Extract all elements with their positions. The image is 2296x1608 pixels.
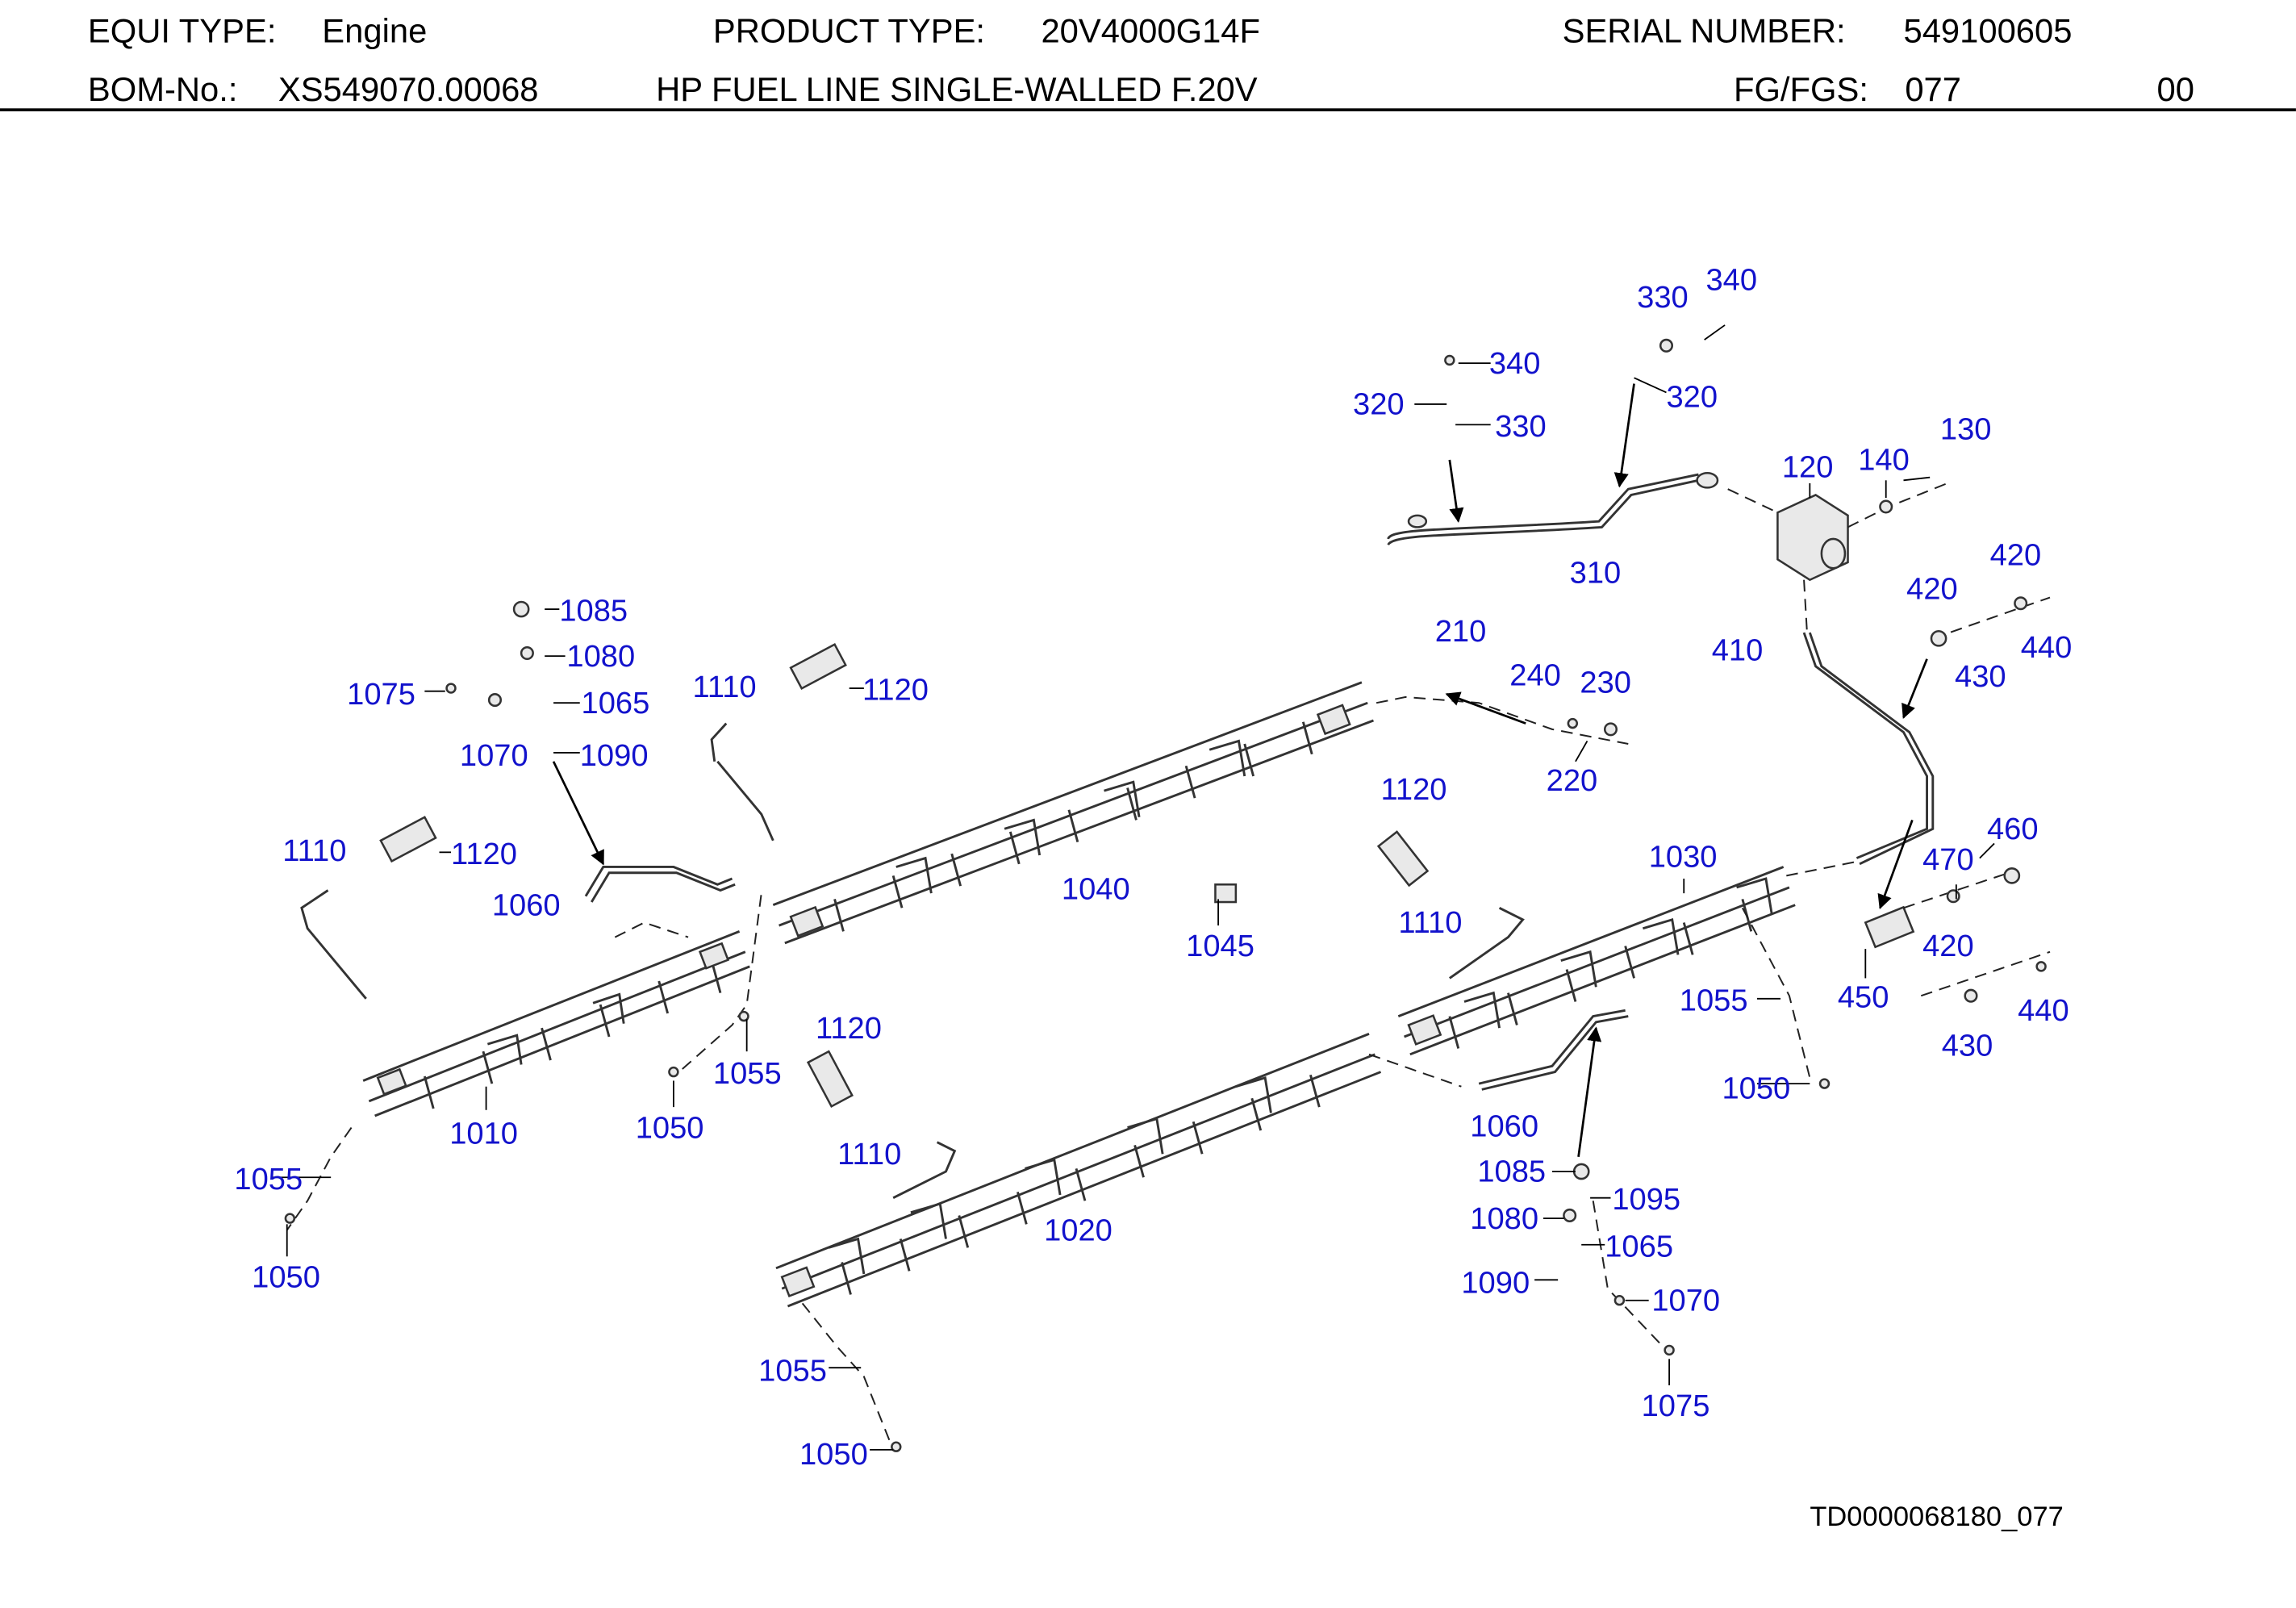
callout[interactable]: 1060 [492, 888, 561, 922]
bom-label: BOM-No.: [87, 70, 238, 109]
callout[interactable]: 1080 [1470, 1202, 1538, 1236]
callout[interactable]: 1120 [816, 1012, 882, 1046]
fuel-lines [300, 471, 1935, 1199]
fuel-rail-1010 [362, 929, 750, 1117]
callout[interactable]: 1065 [1605, 1230, 1673, 1263]
callout[interactable]: 1030 [1649, 840, 1718, 874]
product-type-label: PRODUCT TYPE: [712, 11, 986, 50]
callout[interactable]: 1065 [582, 687, 650, 720]
callout[interactable]: 420 [1990, 539, 2042, 573]
callout[interactable]: 1120 [862, 674, 929, 708]
callout-labels: 330 340 340 320 320 330 130 120 140 310 … [234, 263, 2072, 1472]
part-description: HP FUEL LINE SINGLE-WALLED F.20V [656, 70, 1258, 109]
callout[interactable]: 1075 [1642, 1389, 1710, 1423]
assembly-lines [286, 482, 2051, 1451]
callout[interactable]: 1040 [1062, 872, 1130, 906]
callout[interactable]: 1050 [636, 1111, 704, 1145]
callout[interactable]: 1055 [234, 1163, 303, 1197]
callout[interactable]: 440 [2018, 994, 2069, 1028]
pressure-sensor-120 [1776, 494, 1849, 582]
callout[interactable]: 1010 [449, 1117, 518, 1151]
callout[interactable]: 1080 [566, 640, 635, 674]
callout[interactable]: 1085 [559, 595, 628, 629]
serial-number-value: 549100605 [1903, 11, 2073, 50]
equi-type-value: Engine [322, 11, 428, 50]
callout[interactable]: 1110 [1398, 906, 1462, 940]
callout[interactable]: 130 [1940, 413, 1992, 447]
callout[interactable]: 1090 [1461, 1267, 1530, 1301]
revision-number: 00 [2156, 70, 2194, 109]
callout[interactable]: 320 [1353, 388, 1405, 422]
equi-type-label: EQUI TYPE: [87, 11, 277, 50]
callout[interactable]: 330 [1495, 410, 1547, 444]
callout[interactable]: 1055 [1680, 984, 1748, 1017]
header-divider [0, 108, 2296, 111]
callout[interactable]: 120 [1782, 451, 1834, 485]
callout[interactable]: 1110 [837, 1138, 901, 1172]
serial-number-label: SERIAL NUMBER: [1562, 11, 1846, 50]
callout[interactable]: 230 [1580, 666, 1631, 700]
callout[interactable]: 340 [1489, 347, 1541, 381]
fg-label: FG/FGS: [1733, 70, 1868, 109]
callout[interactable]: 1060 [1470, 1109, 1538, 1143]
callout-leaders [272, 324, 1995, 1451]
bom-value: XS549070.00068 [278, 70, 539, 109]
fuel-rail-1040 [772, 681, 1374, 945]
callout[interactable]: 430 [1942, 1030, 1993, 1063]
fuel-rail-1030 [1397, 866, 1796, 1056]
callout[interactable]: 330 [1637, 281, 1689, 315]
fuel-rail-1020 [775, 1033, 1382, 1308]
callout[interactable]: 1075 [347, 678, 415, 712]
callout[interactable]: 1090 [580, 739, 649, 773]
callout[interactable]: 430 [1955, 660, 2006, 694]
callout[interactable]: 420 [1922, 929, 1974, 963]
callout[interactable]: 1055 [758, 1355, 827, 1389]
callout[interactable]: 1120 [451, 837, 517, 871]
callout[interactable]: 1070 [1651, 1284, 1720, 1318]
callout[interactable]: 420 [1906, 572, 1958, 606]
callout[interactable]: 320 [1666, 381, 1718, 415]
callout[interactable]: 1050 [799, 1438, 868, 1472]
callout[interactable]: 410 [1712, 634, 1764, 668]
callout[interactable]: 1020 [1044, 1213, 1113, 1247]
callout[interactable]: 140 [1858, 444, 1910, 478]
callout[interactable]: 240 [1509, 658, 1561, 692]
callout[interactable]: 1070 [460, 739, 528, 773]
callout[interactable]: 1055 [713, 1057, 782, 1091]
callout[interactable]: 310 [1570, 556, 1622, 590]
callout[interactable]: 440 [2021, 631, 2073, 665]
callout[interactable]: 460 [1987, 812, 2039, 846]
callout[interactable]: 210 [1435, 615, 1487, 649]
callout[interactable]: 1110 [282, 834, 346, 868]
callout[interactable]: 450 [1838, 981, 1889, 1015]
callout[interactable]: 1050 [252, 1260, 320, 1294]
callout[interactable]: 1120 [1381, 773, 1447, 807]
fg-value: 077 [1905, 70, 1961, 109]
callout[interactable]: 470 [1922, 843, 1974, 877]
callout[interactable]: 1045 [1186, 929, 1254, 963]
callout[interactable]: 1050 [1722, 1071, 1790, 1105]
drawing-id: TD0000068180_077 [1810, 1502, 2064, 1534]
callout[interactable]: 220 [1547, 764, 1598, 798]
leader-arrows [552, 383, 1928, 1158]
callout[interactable]: 1095 [1612, 1183, 1680, 1217]
callout[interactable]: 340 [1705, 263, 1757, 297]
sensor-plugs [379, 642, 1915, 1109]
callout[interactable]: 1085 [1477, 1155, 1546, 1189]
callout[interactable]: 1110 [692, 670, 756, 704]
product-type-value: 20V4000G14F [1041, 11, 1261, 50]
